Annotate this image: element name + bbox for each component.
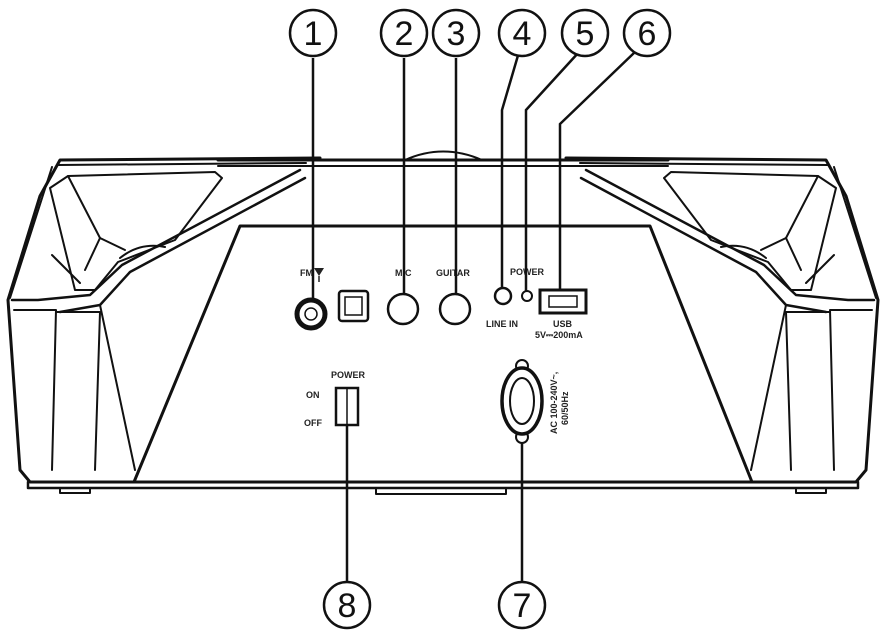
callout-number: 1 <box>304 15 323 53</box>
fm-antenna-jack <box>294 297 328 331</box>
ac-rating-line2: 60/50Hz <box>560 391 570 425</box>
callout-8: 8 <box>322 580 372 630</box>
ac-rating-line1: AC 100-240V~, <box>549 372 559 434</box>
callout-number: 4 <box>513 15 532 53</box>
callout-number: 8 <box>338 587 357 625</box>
callout-number: 2 <box>395 15 414 53</box>
power-led-label: POWER <box>510 267 545 277</box>
off-label: OFF <box>304 418 322 428</box>
callout-number: 7 <box>513 587 532 625</box>
guitar-label: GUITAR <box>436 268 470 278</box>
callout-6: 6 <box>622 8 672 58</box>
usb-port <box>538 288 588 315</box>
usb-label: USB <box>553 319 573 329</box>
leader-line-5 <box>524 51 580 291</box>
line-in-label: LINE IN <box>486 319 518 329</box>
on-label: ON <box>306 390 320 400</box>
callout-5: 5 <box>560 8 610 58</box>
fm-label: FM <box>300 268 313 278</box>
leader-line-4 <box>500 51 521 288</box>
ac-power-socket <box>500 359 544 444</box>
callout-number: 5 <box>576 15 595 53</box>
callout-1: 1 <box>288 8 338 58</box>
optical-input-port <box>337 289 370 323</box>
antenna-icon <box>314 268 324 282</box>
leader-line-6 <box>558 51 636 290</box>
callout-leaders <box>311 51 636 582</box>
callout-3: 3 <box>431 8 481 58</box>
callout-4: 4 <box>497 8 547 58</box>
line-in-jack <box>493 286 513 306</box>
power-indicator <box>521 290 533 302</box>
callout-number: 3 <box>447 15 466 53</box>
callout-number: 6 <box>638 15 657 53</box>
callout-2: 2 <box>379 8 429 58</box>
usb-spec-label: 5V⎓200mA <box>535 330 583 340</box>
power-switch-label: POWER <box>331 370 366 380</box>
speaker-body <box>6 150 880 495</box>
callout-7: 7 <box>497 580 547 630</box>
guitar-jack <box>438 292 472 326</box>
mic-jack <box>386 292 420 326</box>
